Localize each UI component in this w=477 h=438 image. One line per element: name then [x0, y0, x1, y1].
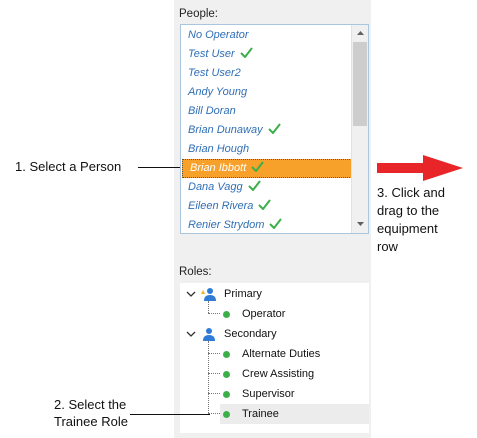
person-name: Bill Doran [188, 105, 236, 117]
checkmark-icon [247, 180, 261, 191]
person-row[interactable]: Renier Strydom [181, 216, 353, 233]
people-scrollbar[interactable] [351, 25, 368, 233]
annotation-step1: 1. Select a Person [15, 159, 122, 174]
role-dot-icon [223, 371, 230, 378]
tree-role-label: Supervisor [242, 388, 295, 400]
person-row[interactable]: Andy Young [181, 83, 353, 102]
annotation-step3-line4: row [377, 239, 398, 254]
chevron-down-icon[interactable] [186, 329, 196, 339]
person-row[interactable]: Test User [181, 45, 353, 64]
person-row-selected[interactable]: Brian Ibbott [182, 159, 352, 178]
checkmark-icon [239, 47, 253, 58]
person-name: Brian Hough [188, 143, 250, 155]
tree-group-primary[interactable]: Primary [180, 284, 369, 304]
tree-line [208, 393, 220, 394]
tree-line [208, 341, 209, 413]
annotation-step2-line1: 2. Select the [54, 397, 127, 412]
person-name: Test User2 [188, 67, 241, 79]
tree-group-label: Secondary [224, 328, 277, 340]
person-name: Andy Young [188, 86, 248, 98]
tree-role-crew-assisting[interactable]: Crew Assisting [180, 364, 369, 384]
person-name: Dana Vagg [188, 181, 243, 193]
primary-user-icon [201, 288, 216, 301]
annotation-step3-line1: 3. Click and [377, 185, 445, 200]
checkmark-icon [269, 218, 283, 229]
person-name: Brian Ibbott [190, 162, 247, 174]
person-row[interactable]: Brian Dunaway [181, 121, 353, 140]
annotation-step2-line2: Trainee Role [54, 414, 128, 429]
person-name: Renier Strydom [188, 219, 265, 231]
roles-label: Roles: [179, 266, 212, 278]
checkmark-icon [258, 199, 272, 210]
tree-line [208, 301, 209, 313]
tree-role-trainee[interactable]: Trainee [220, 404, 369, 424]
tree-role-label: Trainee [242, 408, 279, 420]
annotation-step2-leader [130, 414, 210, 415]
tree-role-label: Alternate Duties [242, 348, 321, 360]
tree-line [208, 373, 220, 374]
tree-group-secondary[interactable]: Secondary [180, 324, 369, 344]
role-dot-icon [223, 351, 230, 358]
person-name: Eileen Rivera [188, 200, 254, 212]
secondary-user-icon [203, 328, 215, 341]
tree-role-label: Operator [242, 308, 286, 320]
tree-line [208, 413, 220, 414]
annotation-step1-leader [138, 167, 180, 168]
annotation-step3-line2: drag to the [377, 203, 440, 218]
scroll-thumb[interactable] [353, 42, 367, 126]
person-row[interactable]: Test User2 [181, 64, 353, 83]
tree-line [208, 313, 220, 314]
tree-role-supervisor[interactable]: Supervisor [180, 384, 369, 404]
person-name: No Operator [188, 29, 249, 41]
tree-line [208, 353, 220, 354]
tree-role-operator[interactable]: Operator [180, 304, 369, 324]
person-name: Brian Dunaway [188, 124, 263, 136]
role-dot-icon [223, 411, 230, 418]
scroll-down-icon[interactable] [352, 216, 368, 232]
people-label: People: [179, 8, 219, 20]
tree-role-alternate-duties[interactable]: Alternate Duties [180, 344, 369, 364]
role-dot-icon [223, 391, 230, 398]
person-row[interactable]: No Operator [181, 26, 353, 45]
checkmark-icon [251, 161, 265, 172]
person-row[interactable]: Brian Hough [181, 140, 353, 159]
drag-arrow-icon [377, 155, 463, 181]
chevron-down-icon[interactable] [186, 289, 196, 299]
tree-role-label: Crew Assisting [242, 368, 315, 380]
person-name: Test User [188, 48, 235, 60]
person-row[interactable]: Eileen Rivera [181, 197, 353, 216]
person-row[interactable]: Bill Doran [181, 102, 353, 121]
checkmark-icon [267, 123, 281, 134]
annotation-step3-line3: equipment [377, 221, 438, 236]
tree-group-label: Primary [224, 288, 262, 300]
roles-tree[interactable]: Primary Operator Secondary Alternate Dut… [180, 283, 369, 433]
person-row[interactable]: Dana Vagg [181, 178, 353, 197]
role-dot-icon [223, 311, 230, 318]
scroll-up-icon[interactable] [352, 25, 368, 41]
